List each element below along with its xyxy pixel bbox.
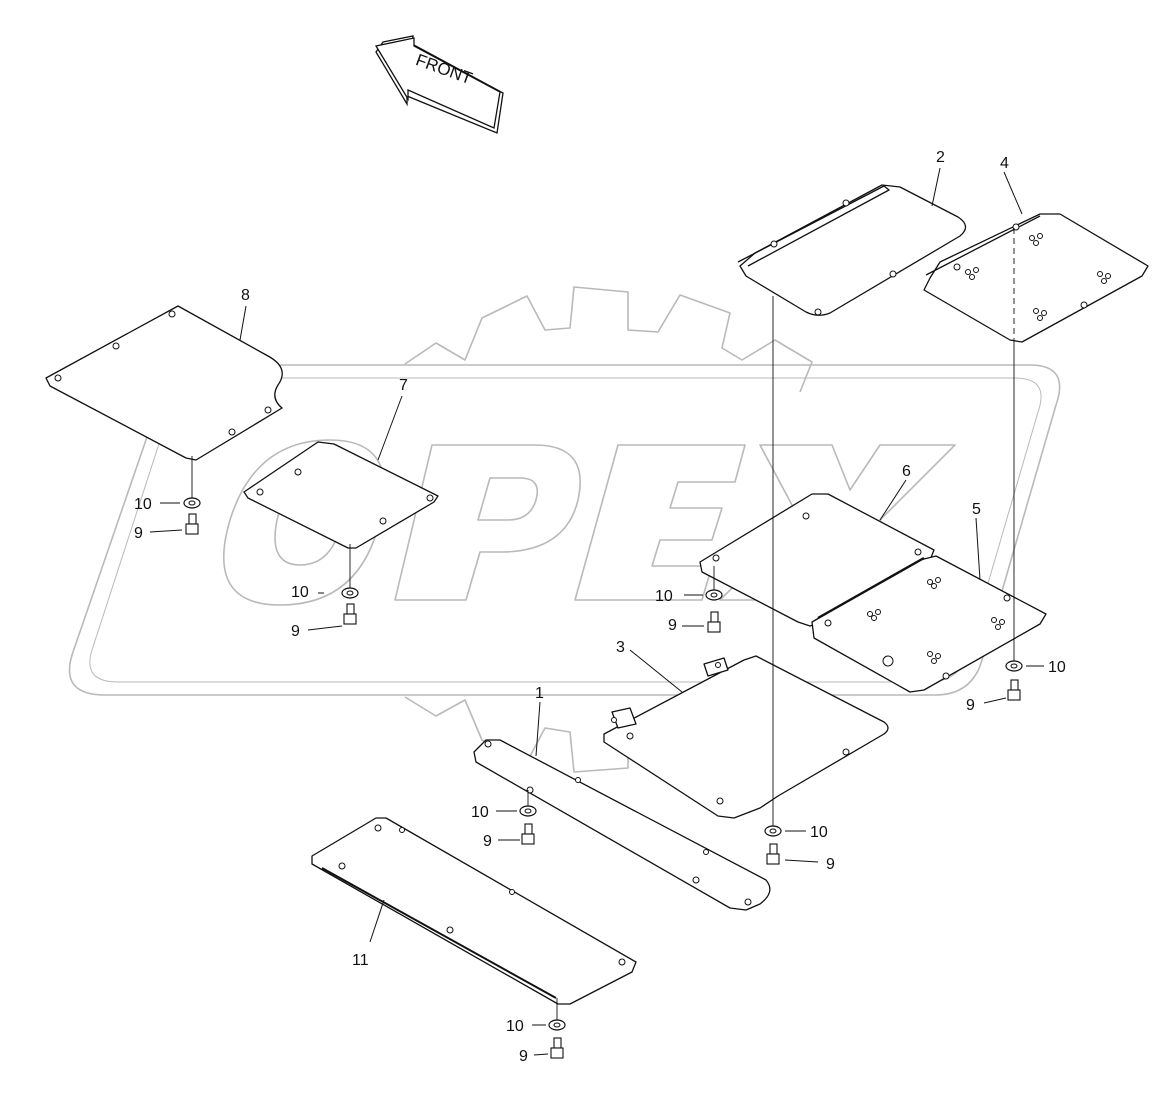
label-washer-10: 10 — [134, 496, 152, 513]
watermark-letter-e — [574, 444, 746, 601]
fastener-set-1 — [519, 805, 537, 845]
fastener-set-8 — [183, 497, 201, 535]
fastener-set-3 — [764, 825, 782, 865]
part-3-cover-plate — [603, 655, 889, 819]
fastener-set-7 — [341, 587, 359, 625]
fastener-set-11 — [548, 1019, 566, 1059]
label-washer-10: 10 — [506, 1018, 524, 1035]
label-washer-10: 10 — [471, 804, 489, 821]
label-part-2: 2 — [936, 149, 945, 166]
part-2-cover-plate — [737, 184, 967, 316]
part-8-cover-plate — [45, 305, 283, 461]
part-1-strip-plate — [473, 739, 771, 911]
part-7-cover-plate — [243, 441, 439, 549]
fastener-set-6 — [705, 589, 723, 633]
label-part-7: 7 — [399, 377, 408, 394]
leader-lines — [149, 167, 1044, 1056]
part-number-labels: 2 4 8 7 6 5 3 1 11 10 9 10 9 10 9 10 9 1… — [134, 149, 1066, 1065]
label-bolt-9: 9 — [668, 617, 677, 634]
label-washer-10: 10 — [1048, 659, 1066, 676]
label-part-5: 5 — [972, 501, 981, 518]
label-part-4: 4 — [1000, 155, 1009, 172]
part-11-strip-plate — [311, 817, 637, 1005]
label-bolt-9: 9 — [483, 833, 492, 850]
watermark-letter-p — [394, 444, 581, 601]
label-bolt-9: 9 — [826, 856, 835, 873]
label-bolt-9: 9 — [291, 623, 300, 640]
label-bolt-9: 9 — [966, 697, 975, 714]
assembly-axes — [191, 228, 1015, 1022]
label-washer-10: 10 — [291, 584, 309, 601]
front-direction-arrow: FRONT — [374, 35, 504, 134]
label-part-3: 3 — [616, 639, 625, 656]
label-bolt-9: 9 — [134, 525, 143, 542]
label-part-8: 8 — [241, 287, 250, 304]
part-5-cover-plate — [811, 555, 1047, 693]
label-bolt-9: 9 — [519, 1048, 528, 1065]
label-washer-10: 10 — [810, 824, 828, 841]
label-part-1: 1 — [535, 685, 544, 702]
label-part-6: 6 — [902, 463, 911, 480]
label-washer-10: 10 — [655, 588, 673, 605]
fastener-set-5 — [1005, 660, 1023, 701]
part-4-cover-plate — [923, 213, 1149, 343]
label-part-11: 11 — [352, 952, 369, 969]
